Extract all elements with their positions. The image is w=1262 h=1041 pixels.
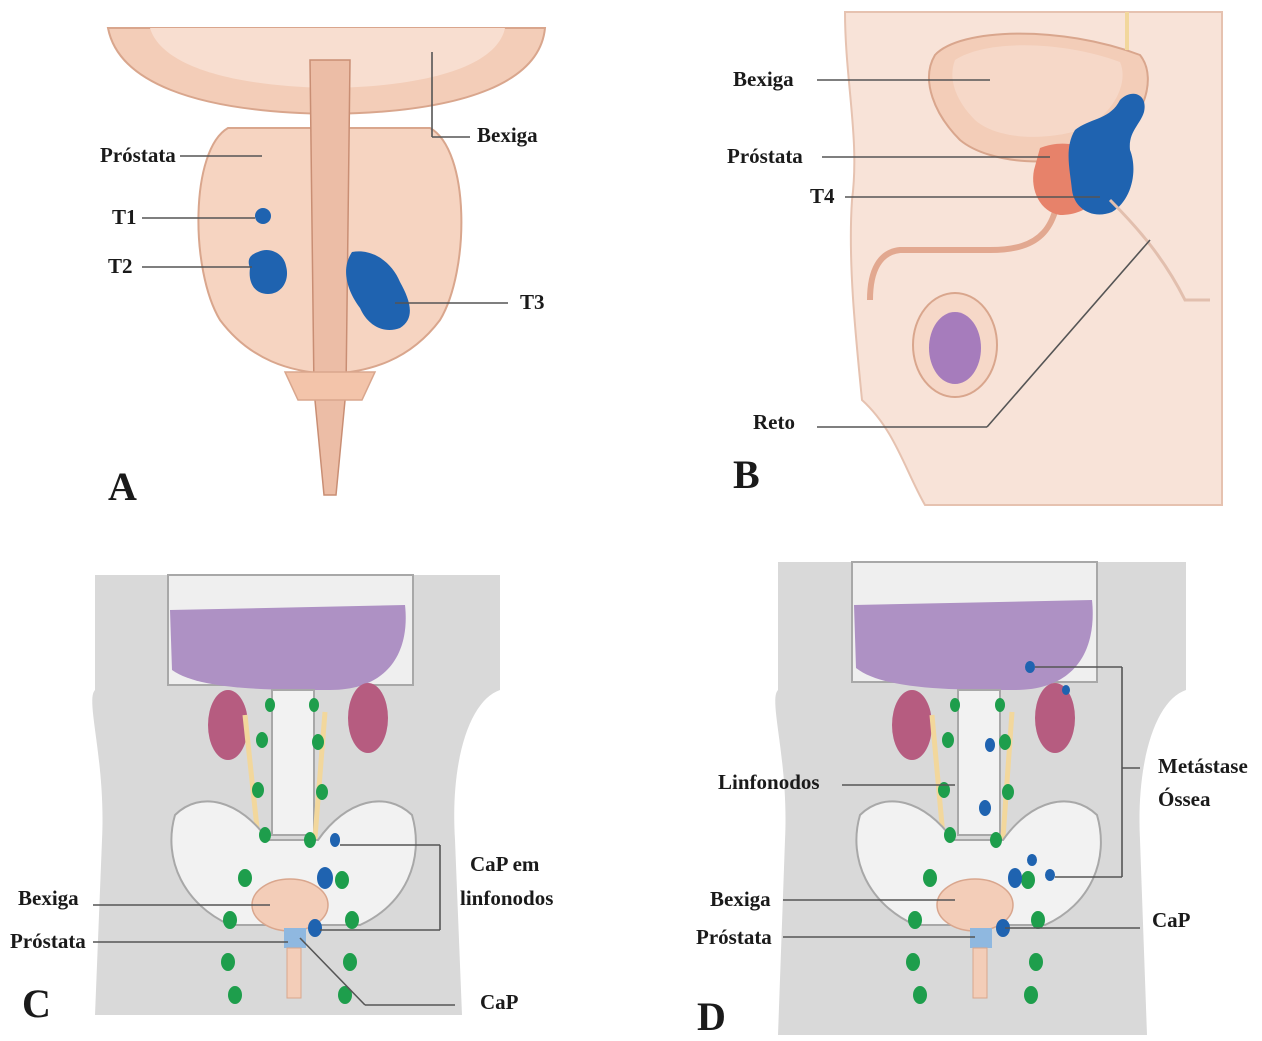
- liver-d: [854, 600, 1093, 690]
- panel-letter-c: C: [22, 981, 51, 1026]
- panel-letter-b: B: [733, 452, 760, 497]
- label-b-bladder: Bexiga: [733, 67, 794, 91]
- label-d-bone-met-2: Óssea: [1158, 787, 1211, 811]
- urethra-a: [310, 60, 350, 495]
- tumor-t1: [255, 208, 271, 224]
- label-a-prostate: Próstata: [100, 143, 176, 167]
- label-d-bladder: Bexiga: [710, 887, 771, 911]
- kidney-right-c: [348, 683, 388, 753]
- testis-b: [929, 312, 981, 384]
- label-a-t3: T3: [520, 290, 545, 314]
- kidney-left-d: [892, 690, 932, 760]
- label-a-bladder: Bexiga: [477, 123, 538, 147]
- kidney-right-d: [1035, 683, 1075, 753]
- label-c-bladder: Bexiga: [18, 886, 79, 910]
- liver-c: [170, 605, 406, 690]
- tumor-t2: [249, 250, 287, 294]
- panel-letter-a: A: [108, 464, 137, 509]
- panel-letter-d: D: [697, 994, 726, 1039]
- kidney-left-c: [208, 690, 248, 760]
- spine-d: [958, 690, 1000, 835]
- prostate-c: [284, 928, 306, 948]
- label-a-t2: T2: [108, 254, 133, 278]
- label-c-prostate: Próstata: [10, 929, 86, 953]
- label-b-prostate: Próstata: [727, 144, 803, 168]
- label-b-t4: T4: [810, 184, 835, 208]
- prostate-apex-a: [285, 372, 375, 400]
- label-d-prostate: Próstata: [696, 925, 772, 949]
- label-c-cap-nodes-1: CaP em: [470, 852, 540, 876]
- label-d-lymph-nodes: Linfonodos: [718, 770, 820, 794]
- label-d-cap: CaP: [1152, 908, 1191, 932]
- panel-d: Metástase Óssea Linfonodos Bexiga Prósta…: [696, 562, 1248, 1039]
- label-d-bone-met-1: Metástase: [1158, 754, 1248, 778]
- panel-c: CaP em linfonodos Bexiga Próstata CaP C: [10, 575, 553, 1026]
- panel-a: Bexiga Próstata T1 T2 T3 A: [100, 28, 545, 509]
- label-c-cap: CaP: [480, 990, 519, 1014]
- spine-c: [272, 690, 314, 835]
- label-c-cap-nodes-2: linfonodos: [460, 886, 553, 910]
- panel-b: Bexiga Próstata T4 Reto B: [727, 12, 1222, 505]
- prostate-d: [970, 928, 992, 948]
- label-b-rectum: Reto: [753, 410, 795, 434]
- label-a-t1: T1: [112, 205, 137, 229]
